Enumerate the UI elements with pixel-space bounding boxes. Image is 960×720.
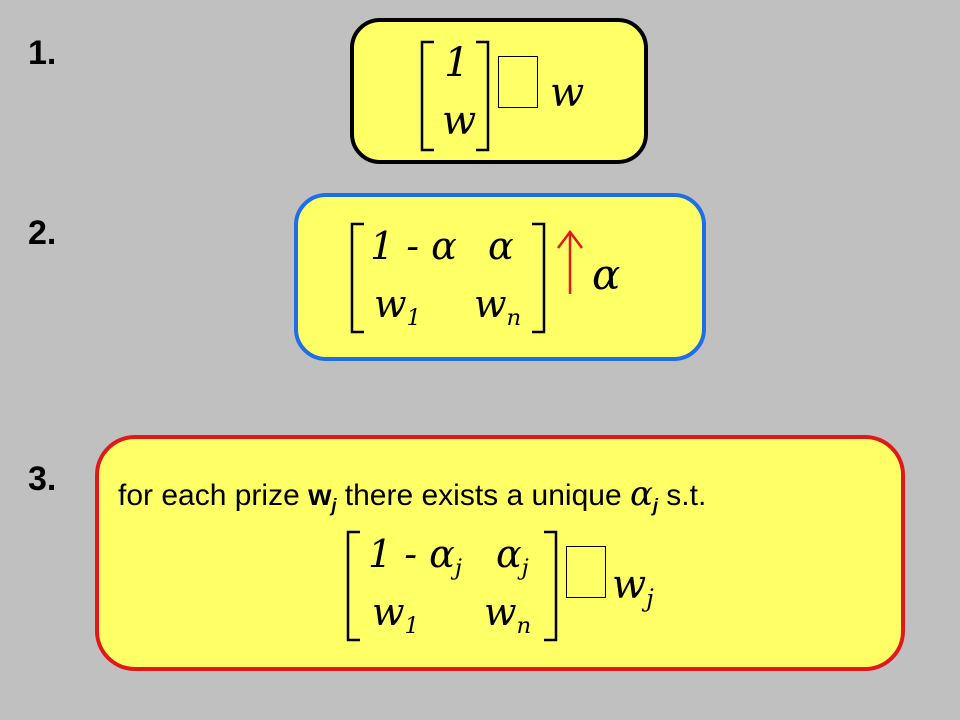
matrix-3-r1c1: 1 - αj	[368, 532, 462, 581]
matrix-bracket-right-1	[476, 40, 490, 152]
matrix-bracket-left-1	[420, 40, 434, 152]
matrix-1-r1c1: 1	[444, 40, 470, 86]
matrix-2-r2c2-var: w	[474, 282, 507, 326]
result-2: α	[592, 250, 621, 299]
result-3-sub: j	[646, 584, 654, 613]
matrix-bracket-right-3	[544, 530, 558, 642]
statement-prefix: for each prize	[118, 479, 309, 512]
result-3: wj	[612, 562, 654, 612]
matrix-2-r2c1: w1	[374, 282, 421, 331]
matrix-3-r1c1-var: 1 - α	[368, 532, 455, 576]
matrix-3-r1c2-var: α	[496, 532, 522, 576]
matrix-3-r2c2-var: w	[484, 590, 517, 634]
statement-alpha-sub: j	[652, 495, 658, 516]
relation-symbol-3: ~	[566, 546, 606, 598]
matrix-3-r2c1-var: w	[372, 590, 405, 634]
matrix-3-r2c1: w1	[372, 590, 419, 639]
matrix-2-r1c2: α	[488, 224, 514, 268]
relation-symbol-1: ~	[498, 56, 538, 108]
matrix-3-r1c2-sub: j	[521, 554, 529, 581]
matrix-3-r2c1-sub: 1	[404, 612, 420, 639]
statement-3: for each prize wj there exists a unique …	[118, 474, 706, 516]
matrix-3-r1c1-sub: j	[454, 554, 462, 581]
statement-middle: there exists a unique	[336, 479, 630, 512]
matrix-1-r2c1: w	[442, 98, 477, 144]
matrix-2-r1c1: 1 - α	[370, 224, 457, 268]
matrix-2-r2c1-sub: 1	[406, 304, 422, 331]
matrix-2-r2c2: wn	[474, 282, 521, 331]
matrix-2-r2c1-var: w	[374, 282, 407, 326]
statement-prize-sub: j	[331, 495, 337, 516]
matrix-bracket-left-2	[350, 222, 364, 334]
statement-suffix: s.t.	[657, 479, 707, 512]
matrix-3-r2c2-sub: n	[516, 612, 532, 639]
matrix-2-r2c2-sub: n	[506, 304, 522, 331]
item-number-3: 3.	[28, 460, 57, 498]
matrix-3-r2c2: wn	[484, 590, 531, 639]
item-number-2: 2.	[28, 214, 57, 252]
matrix-bracket-right-2	[532, 222, 546, 334]
arrow-up-icon: ↑	[557, 229, 583, 294]
result-1: w	[550, 70, 585, 116]
matrix-3-r1c2: αj	[496, 532, 529, 581]
formula-box-3	[95, 435, 905, 671]
matrix-bracket-left-3	[346, 530, 360, 642]
statement-prize-var: w	[308, 479, 332, 512]
item-number-1: 1.	[28, 34, 57, 72]
formula-box-1	[350, 18, 648, 164]
result-3-var: w	[612, 562, 647, 608]
statement-alpha-var: α	[629, 474, 653, 514]
